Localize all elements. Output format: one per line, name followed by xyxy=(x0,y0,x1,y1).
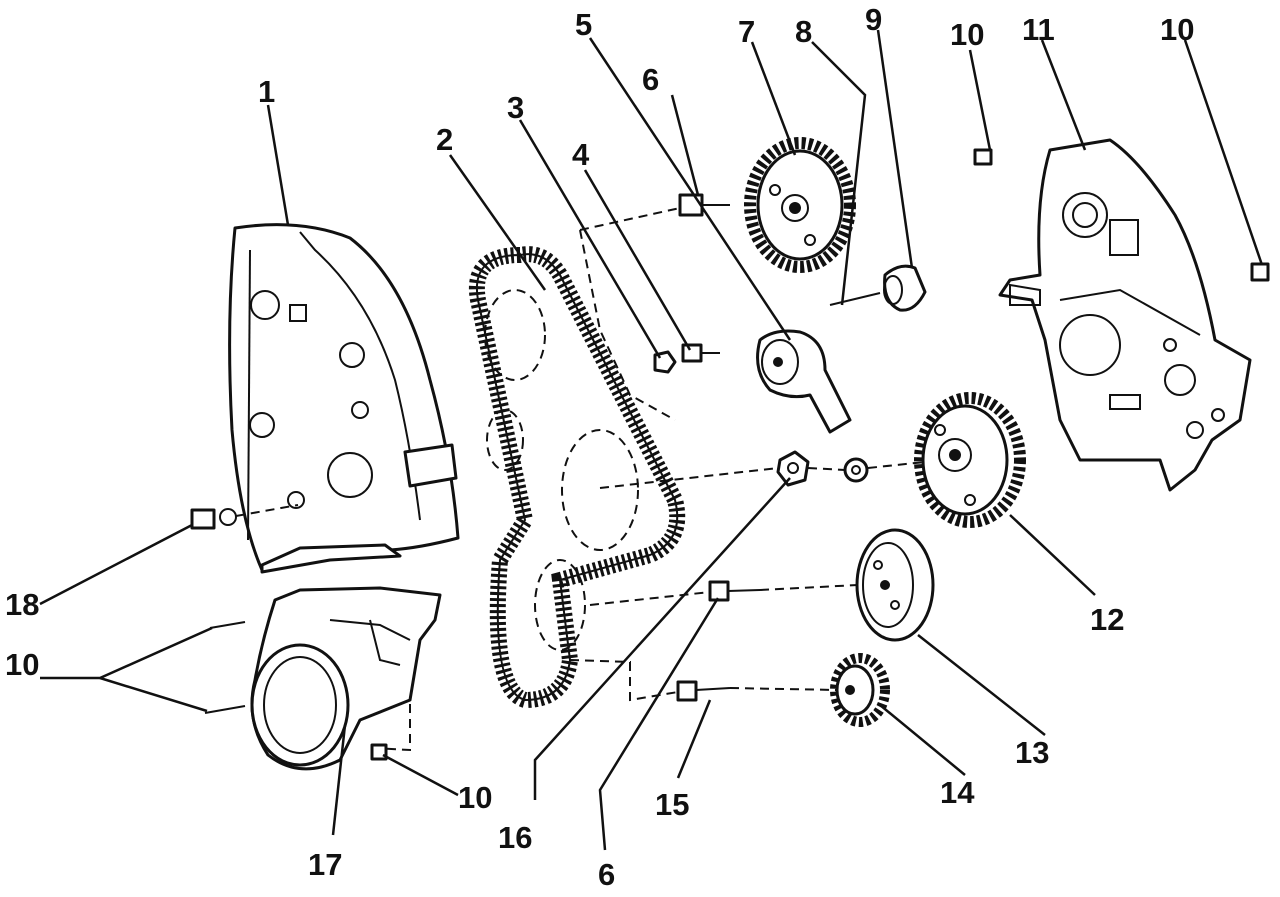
idler-roller xyxy=(883,264,927,312)
label-15: 15 xyxy=(655,787,689,822)
label-2: 2 xyxy=(436,122,453,157)
label-9: 9 xyxy=(865,2,882,37)
crankshaft-pulley xyxy=(855,528,935,642)
label-11: 11 xyxy=(1022,12,1055,47)
alignment-lines xyxy=(235,207,926,702)
leader-lines xyxy=(39,29,1264,851)
label-6-upper: 6 xyxy=(642,62,659,97)
nut-16 xyxy=(776,450,810,487)
label-6-lower: 6 xyxy=(598,857,615,892)
belt-tensioner xyxy=(756,329,852,434)
upper-belt-cover xyxy=(228,223,460,574)
fasteners xyxy=(190,148,1270,761)
label-3: 3 xyxy=(507,90,524,125)
screw-10-a xyxy=(209,621,246,629)
crankshaft-sprocket xyxy=(830,653,890,727)
label-5: 5 xyxy=(575,7,592,42)
label-13: 13 xyxy=(1015,735,1049,770)
label-12: 12 xyxy=(1090,602,1124,637)
part-labels: 1 2 3 4 5 6 7 8 9 10 11 10 12 13 14 15 1… xyxy=(5,2,1194,892)
bolt-15 xyxy=(676,680,731,702)
nut-10-c xyxy=(370,743,388,761)
lower-belt-cover xyxy=(250,586,442,771)
label-14: 14 xyxy=(940,775,975,810)
bolt-10-d xyxy=(973,148,993,166)
camshaft-sprocket xyxy=(744,137,856,273)
label-8: 8 xyxy=(795,14,812,49)
bolt-6-lower xyxy=(708,580,761,602)
label-16: 16 xyxy=(498,820,532,855)
bolt-4 xyxy=(681,343,720,363)
bolt-18 xyxy=(190,508,237,530)
bolt-8 xyxy=(829,292,881,306)
label-10-left: 10 xyxy=(5,647,39,682)
rear-belt-cover xyxy=(998,138,1252,492)
timing-belt xyxy=(468,246,686,709)
intermediate-sprocket xyxy=(914,392,1026,528)
bolt-10-e xyxy=(1250,262,1270,282)
label-4: 4 xyxy=(572,137,590,172)
label-1: 1 xyxy=(258,74,275,109)
label-17: 17 xyxy=(308,847,342,882)
label-10-top: 10 xyxy=(950,17,984,52)
label-10-right: 10 xyxy=(1160,12,1194,47)
label-10-lower: 10 xyxy=(458,780,492,815)
screw-10-b xyxy=(204,705,246,714)
label-18: 18 xyxy=(5,587,39,622)
washer xyxy=(843,457,869,483)
label-7: 7 xyxy=(738,14,755,49)
